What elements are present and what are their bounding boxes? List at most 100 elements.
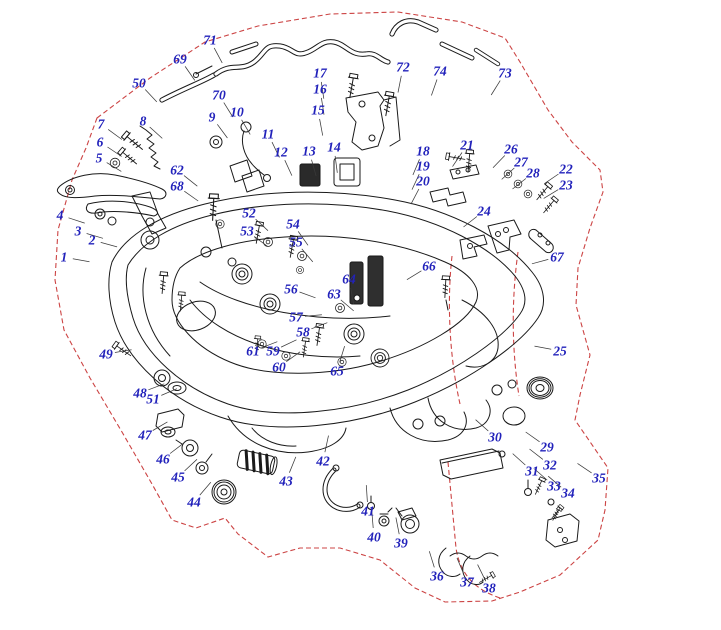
part-callout-54: 54: [286, 216, 300, 232]
leader-line: [107, 146, 122, 157]
leader-line: [161, 388, 178, 396]
leader-line: [452, 152, 463, 167]
leader-line: [340, 299, 354, 312]
leader-line: [213, 47, 223, 64]
part-callout-51: 51: [146, 391, 160, 407]
part-callout-33: 33: [547, 478, 561, 494]
part-callout-5: 5: [95, 150, 103, 166]
part-callout-61: 61: [246, 343, 260, 359]
leader-line: [334, 155, 338, 173]
leader-line: [216, 124, 228, 139]
leader-line: [253, 236, 269, 247]
leader-line: [321, 97, 325, 115]
part-callout-32: 32: [543, 457, 557, 473]
part-callout-53: 53: [240, 223, 254, 239]
leader-line: [477, 564, 486, 581]
part-callout-65: 65: [330, 363, 344, 379]
part-callout-13: 13: [302, 143, 316, 159]
part-callout-8: 8: [139, 113, 147, 129]
leader-line: [463, 216, 478, 228]
leader-line: [395, 517, 400, 535]
boundary-outline: [54, 11, 609, 603]
leader-line: [319, 118, 324, 136]
part-callout-71: 71: [203, 32, 217, 48]
leader-line: [320, 81, 325, 99]
leader-line: [365, 485, 368, 503]
part-callout-63: 63: [327, 286, 341, 302]
leader-line: [223, 102, 234, 118]
part-callout-48: 48: [133, 385, 147, 401]
leader-line: [144, 89, 158, 103]
leader-line: [148, 383, 165, 391]
bottom-cowling: [108, 191, 544, 454]
leader-line: [410, 188, 420, 205]
part-callout-1: 1: [60, 249, 68, 265]
leader-line: [547, 475, 562, 488]
leader-line: [106, 162, 122, 172]
tiller-handle-assembly: [56, 173, 167, 235]
part-callout-20: 20: [416, 173, 430, 189]
part-callout-39: 39: [394, 535, 408, 551]
leader-line: [534, 468, 548, 481]
leader-line: [255, 218, 269, 231]
leader-line: [107, 129, 123, 140]
leader-line: [199, 481, 212, 496]
leader-line: [299, 291, 316, 299]
leader-line: [428, 551, 435, 568]
part-callout-17: 17: [313, 65, 327, 81]
part-callout-62: 62: [170, 162, 184, 178]
part-callout-42: 42: [316, 453, 330, 469]
leader-line: [456, 557, 464, 574]
fittings-bottom-left: [111, 340, 278, 505]
bolts-and-spring-left: [109, 125, 161, 170]
leader-line: [431, 79, 438, 96]
mount-brackets-64-66: [349, 255, 451, 311]
part-callout-18: 18: [416, 143, 430, 159]
part-callout-26: 26: [504, 141, 518, 157]
part-callout-52: 52: [242, 205, 256, 221]
leader-line: [371, 511, 374, 529]
leader-line: [525, 431, 540, 443]
part-callout-64: 64: [342, 271, 356, 287]
leader-line: [311, 322, 328, 330]
cap-29: [502, 406, 526, 426]
part-callout-73: 73: [498, 65, 512, 81]
hose-assembly-top: [159, 39, 391, 103]
part-callout-72: 72: [396, 59, 410, 75]
leader-line: [261, 341, 278, 349]
leader-line: [289, 456, 297, 473]
leader-line: [512, 178, 527, 190]
part-callout-66: 66: [422, 258, 436, 274]
hook-and-grommet: [209, 121, 271, 182]
part-callout-36: 36: [430, 568, 444, 584]
part-callout-74: 74: [433, 63, 447, 79]
leader-line: [100, 242, 118, 248]
part-callout-67: 67: [550, 249, 564, 265]
part-callout-37: 37: [460, 574, 474, 590]
part-callout-47: 47: [138, 427, 152, 443]
leader-line: [286, 351, 301, 363]
part-callout-60: 60: [272, 359, 286, 375]
leader-line: [531, 259, 549, 265]
leader-line: [114, 349, 132, 353]
part-callout-45: 45: [171, 469, 185, 485]
bracket-15-assembly: [344, 72, 401, 151]
part-callout-11: 11: [261, 126, 275, 142]
part-callout-16: 16: [313, 81, 327, 97]
part-callout-9: 9: [208, 109, 216, 125]
leader-line: [301, 248, 314, 263]
part-callout-49: 49: [99, 346, 113, 362]
leader-line: [339, 345, 345, 363]
clamps-36-38: [438, 547, 499, 586]
leader-line: [544, 173, 559, 184]
leader-line: [501, 167, 515, 180]
part-callout-44: 44: [187, 494, 201, 510]
leader-line: [72, 258, 90, 263]
leader-line: [492, 155, 506, 169]
leader-line: [169, 442, 184, 454]
part-callout-34: 34: [561, 485, 575, 501]
part-callout-40: 40: [367, 529, 381, 545]
part-callout-57: 57: [289, 309, 303, 325]
part-callout-30: 30: [488, 429, 502, 445]
part-callout-14: 14: [327, 139, 341, 155]
